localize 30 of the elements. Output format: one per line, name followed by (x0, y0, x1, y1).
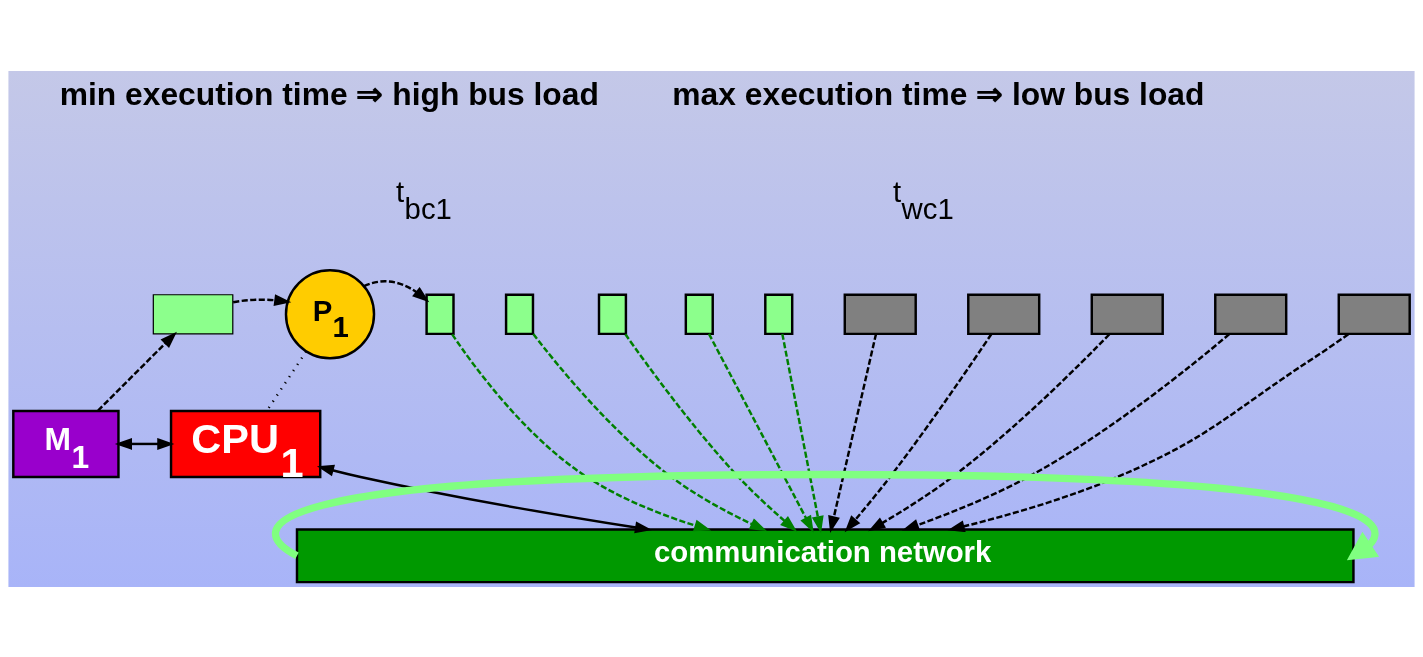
arrow (781, 333, 824, 533)
node-box (504, 293, 535, 335)
arrow (901, 332, 1231, 531)
arrow (114, 437, 175, 450)
arrow (316, 464, 653, 533)
arrow (363, 279, 430, 302)
arrow (532, 332, 767, 531)
node-box (764, 293, 794, 335)
node-box (1090, 293, 1164, 335)
node-box: communication network (295, 527, 1355, 583)
arrow (232, 293, 292, 306)
node-box (597, 293, 628, 335)
node-box (684, 293, 714, 335)
arrow (844, 333, 993, 532)
label: min execution time ⇒ high bus load (59, 75, 599, 112)
node-box (843, 293, 917, 335)
label: max execution time ⇒ low bus load (672, 75, 1205, 112)
node-box (425, 293, 455, 335)
arrow (707, 332, 814, 533)
arrow (828, 333, 878, 533)
node-box (1337, 293, 1411, 335)
arrow (451, 333, 712, 531)
arrow (947, 332, 1349, 532)
node-box (1214, 293, 1288, 335)
arrow (868, 332, 1111, 531)
node-box (967, 293, 1041, 335)
arrow (624, 333, 798, 532)
node-box (152, 293, 234, 334)
arrow (273, 470, 1380, 560)
arrow (97, 331, 177, 411)
